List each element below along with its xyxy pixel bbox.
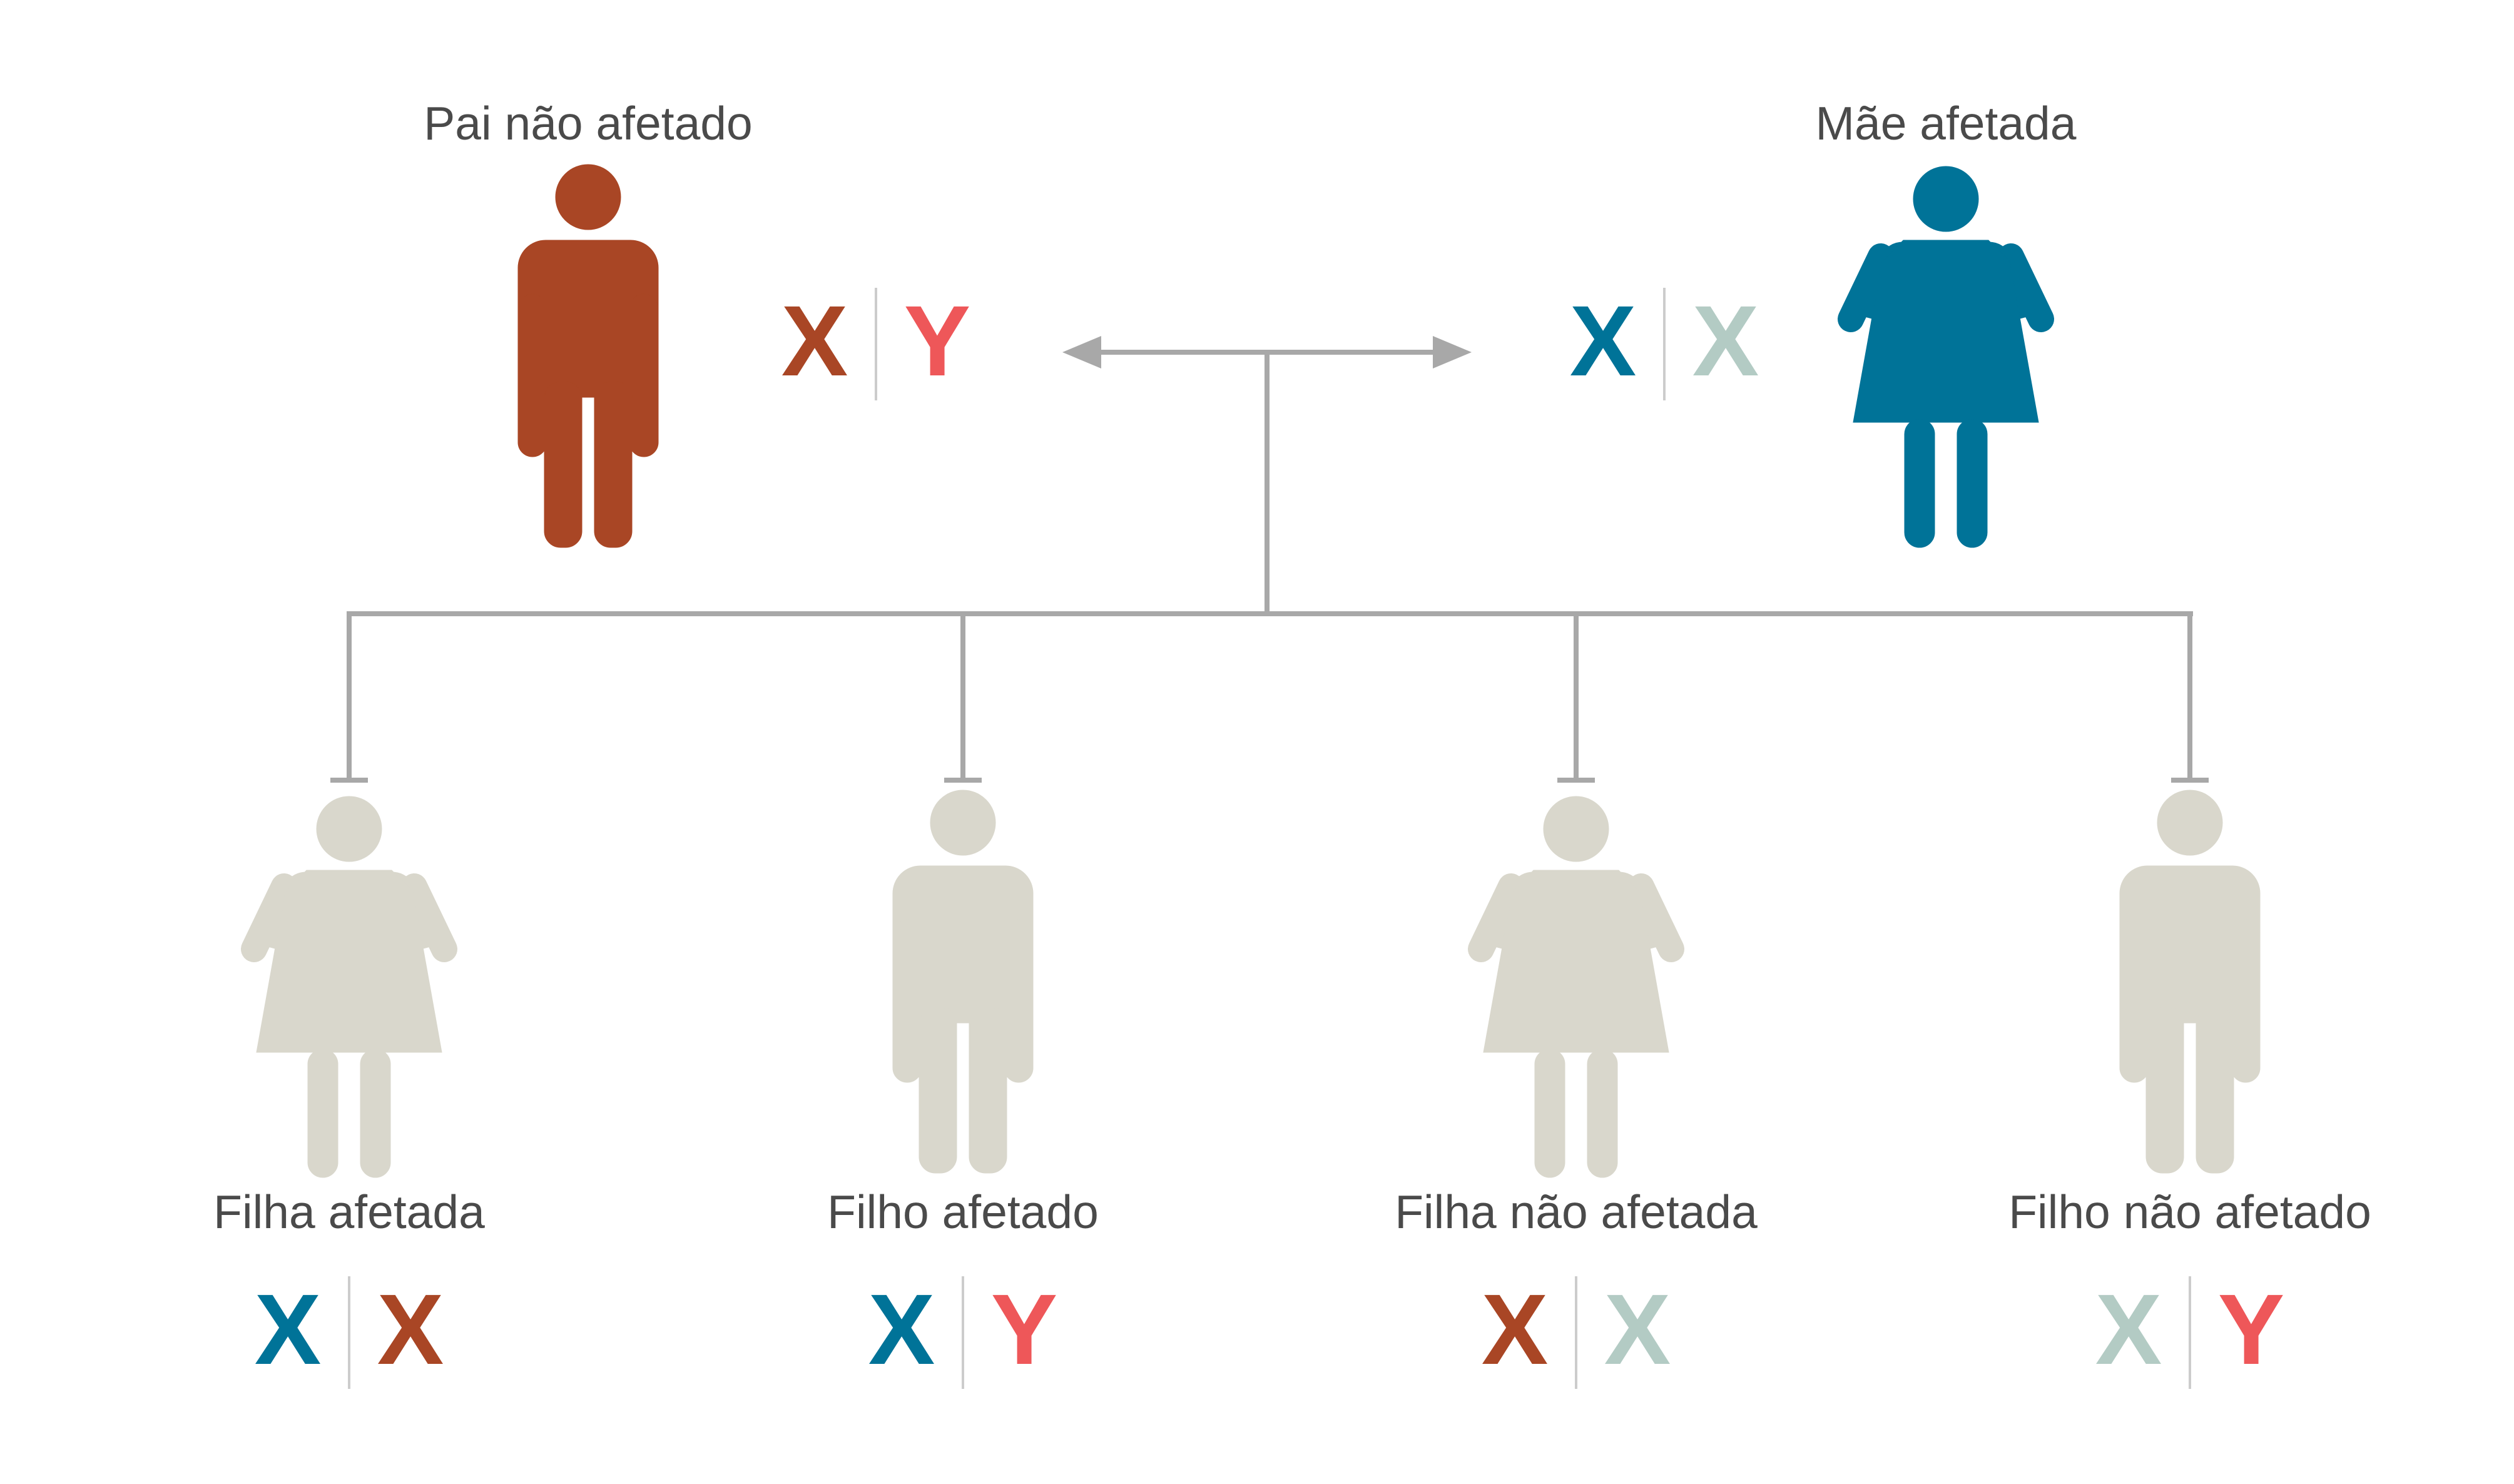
chromosome-y: Y xyxy=(2218,1273,2285,1385)
chromosome-x: X xyxy=(1692,285,1759,397)
male-person-icon xyxy=(517,164,659,548)
father: Pai não afetado X Y xyxy=(424,97,971,548)
chromosome-x: X xyxy=(2095,1273,2162,1385)
mother: Mãe afetada X X xyxy=(1570,97,2077,547)
right-arrowhead-icon xyxy=(1433,336,1472,368)
mother-label: Mãe afetada xyxy=(1816,97,2077,150)
chromosome-y: Y xyxy=(991,1273,1058,1385)
left-arrowhead-icon xyxy=(1062,336,1101,368)
mother-genotype: X X xyxy=(1570,285,1759,400)
male-person-icon xyxy=(892,790,1034,1174)
children: Filha afetada X X Filho afetado X Y Filh… xyxy=(213,790,2371,1389)
chromosome-x: X xyxy=(1604,1273,1671,1385)
male-person-icon xyxy=(2119,790,2261,1174)
child-label: Filho afetado xyxy=(827,1186,1099,1238)
chromosome-y: Y xyxy=(904,285,971,397)
chromosome-x: X xyxy=(868,1273,935,1385)
father-genotype: X Y xyxy=(781,285,971,400)
chromosome-x: X xyxy=(781,285,848,397)
chromosome-x: X xyxy=(1570,285,1637,397)
child-label: Filha não afetada xyxy=(1395,1186,1758,1238)
chromosome-x: X xyxy=(377,1273,444,1385)
father-label: Pai não afetado xyxy=(424,97,752,150)
pedigree-connectors xyxy=(330,336,2209,783)
female-person-icon xyxy=(1851,166,2041,547)
child-son-affected: Filho afetado X Y xyxy=(827,790,1099,1389)
chromosome-x: X xyxy=(1482,1273,1549,1385)
female-person-icon xyxy=(254,796,444,1177)
child-daughter-affected: Filha afetada X X xyxy=(213,796,485,1389)
female-person-icon xyxy=(1481,796,1671,1177)
child-son-unaffected: Filho não afetado X Y xyxy=(2008,790,2371,1389)
child-label: Filha afetada xyxy=(213,1186,485,1238)
child-label: Filho não afetado xyxy=(2008,1186,2371,1238)
child-daughter-unaffected: Filha não afetada X X xyxy=(1395,796,1758,1389)
chromosome-x: X xyxy=(255,1273,322,1385)
